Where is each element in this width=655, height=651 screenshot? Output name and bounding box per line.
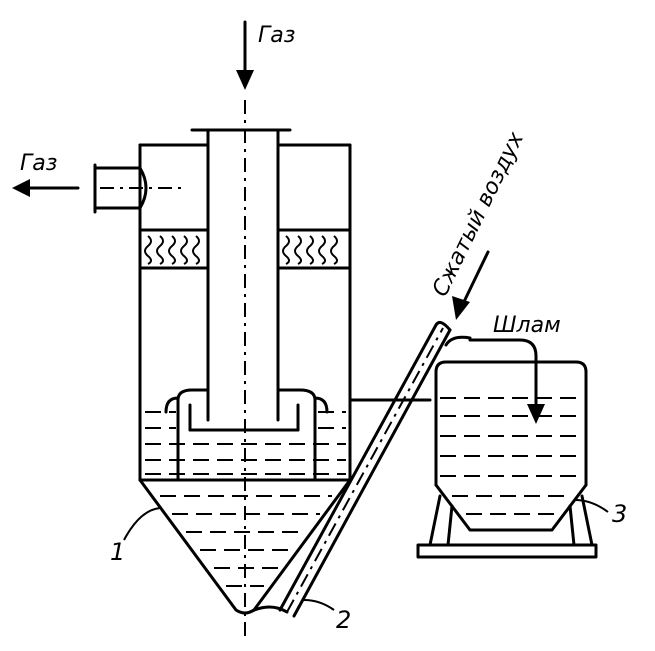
sludge-label: Шлам xyxy=(493,313,561,338)
gas-inlet-label: Газ xyxy=(258,23,295,48)
central-gas-pipe xyxy=(190,128,292,422)
airlift-pipe xyxy=(248,320,472,618)
sludge-tank xyxy=(434,360,588,532)
gas-outlet-pipe xyxy=(93,163,185,214)
callout-1-leader xyxy=(123,507,161,541)
callout-3: 3 xyxy=(612,500,627,528)
callout-2: 2 xyxy=(336,606,351,634)
tank-stand xyxy=(416,494,598,559)
callout-2-leader xyxy=(303,599,335,611)
liquid-vessel xyxy=(145,411,346,587)
packing-left xyxy=(138,228,210,270)
gas-outlet-label: Газ xyxy=(20,151,57,176)
gas-outlet-arrow xyxy=(12,179,80,197)
callout-3-leader xyxy=(574,499,609,513)
gas-inlet-arrow xyxy=(236,20,254,90)
sludge-flow-arrow xyxy=(468,338,545,424)
compressed-air-arrow xyxy=(452,250,490,320)
bubbling-bell xyxy=(164,388,329,480)
callout-1: 1 xyxy=(110,538,125,566)
packing-right xyxy=(276,228,352,270)
